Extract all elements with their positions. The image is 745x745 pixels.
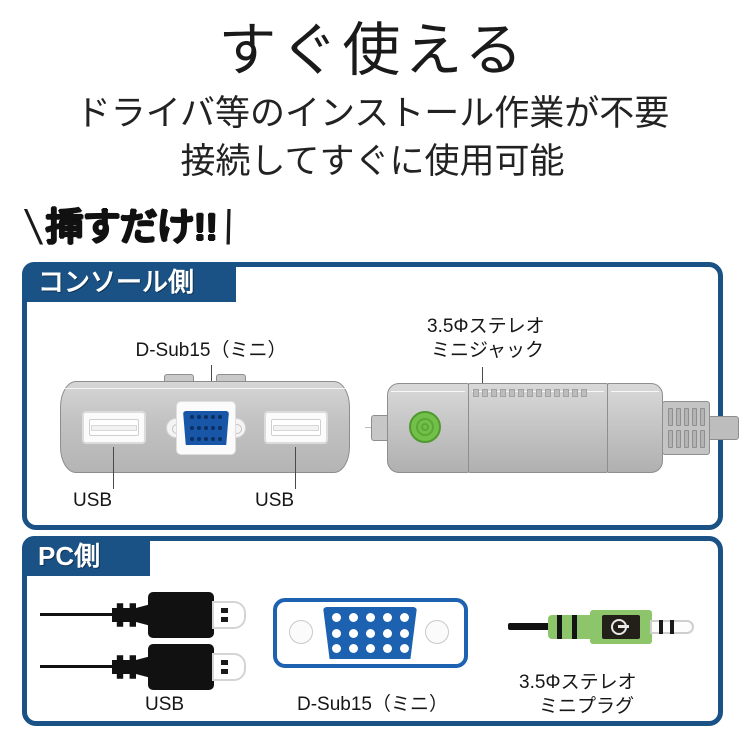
vga-pin-grid — [186, 415, 226, 441]
subtitle-line-1: ドライバ等のインストール作業が不要 — [75, 94, 670, 133]
usb-plug-body — [148, 644, 214, 690]
section-tab-console-label: コンソール側 — [38, 267, 195, 297]
console-device-front-illustration — [60, 374, 350, 473]
usb-plug-body — [148, 592, 214, 638]
pc-side-panel: PC側 USB — [22, 536, 723, 726]
subtitle-line-2: 接続してすぐに使用可能 — [180, 142, 565, 181]
dsub-pin-grid — [327, 613, 413, 653]
usb-plug-bottom-illustration — [40, 644, 246, 690]
section-tab-pc-slant — [106, 536, 141, 576]
usb-port-bar — [273, 425, 319, 431]
device-dsub15-port — [166, 401, 246, 455]
console-device-side-illustration — [365, 383, 739, 473]
section-tab-pc-label: PC側 — [38, 541, 101, 571]
section-tab-console-slant — [200, 262, 235, 302]
callout-usb-pc: USB — [145, 694, 185, 715]
usb-plug-boot — [112, 655, 152, 679]
dsub-pin-row — [327, 628, 413, 638]
relief-row — [666, 430, 706, 448]
vga-pin-row — [186, 426, 226, 430]
callout-stereo-plug-line2: ミニプラグ — [539, 696, 635, 717]
relief-row — [666, 408, 706, 426]
headphone-symbol-icon — [602, 615, 640, 639]
stereo-mini-plug-illustration — [508, 608, 694, 646]
cable-stub — [709, 416, 739, 440]
device-side-segment-3 — [607, 383, 663, 473]
usb-plug-boot — [112, 603, 152, 627]
device-vent-slots — [473, 389, 601, 397]
device-usb-port-left — [82, 411, 146, 444]
segment-highlight — [611, 391, 659, 392]
callout-usb-console-right: USB — [255, 490, 295, 511]
usb-cable — [40, 665, 118, 668]
usb-plug-top-illustration — [40, 592, 246, 638]
stereo-mini-jack-green — [409, 411, 441, 443]
callout-dsub15-console: D-Sub15（ミニ） — [135, 340, 287, 361]
catchphrase: \ 挿すだけ!! / — [22, 200, 240, 254]
device-side-segment-2 — [468, 383, 608, 473]
headline-block: すぐ使える ドライバ等のインストール作業が不要 接続してすぐに使用可能 — [0, 14, 745, 184]
usb-plug-metal-tip — [212, 601, 246, 629]
audio-cable — [508, 623, 550, 630]
callout-stereo-plug-line1: 3.5Φステレオ — [519, 672, 637, 693]
catchphrase-right-slash: / — [217, 200, 241, 255]
audio-plug-shaft — [650, 620, 694, 634]
dsub-pin-row — [327, 613, 413, 622]
device-usb-port-right — [264, 411, 328, 444]
dsub-screw-right-icon — [425, 620, 449, 644]
usb-plug-metal-tip — [212, 653, 246, 681]
callout-dsub15-pc: D-Sub15（ミニ） — [297, 694, 448, 715]
segment-highlight — [391, 391, 465, 392]
dsub-pin-row — [327, 644, 413, 653]
leader-usb-console-right — [295, 447, 296, 489]
dsub-screw-left-icon — [289, 620, 313, 644]
catchphrase-left-slash: \ — [22, 200, 46, 255]
console-side-panel: コンソール側 D-Sub15（ミニ） 3.5Φステレオ ミニジャック — [22, 262, 739, 530]
usb-port-bar — [91, 425, 137, 431]
callout-stereo-jack-line2: ミニジャック — [431, 340, 545, 361]
vga-pin-row — [186, 415, 226, 419]
usb-cable — [40, 613, 118, 616]
callout-stereo-jack-line1: 3.5Φステレオ — [427, 316, 545, 337]
section-tab-pc: PC側 — [22, 536, 150, 576]
page-title: すぐ使える — [218, 18, 527, 83]
vga-pin-row — [186, 437, 226, 441]
pc-dsub15-connector-illustration — [273, 598, 468, 668]
catchphrase-text: 挿すだけ!! — [45, 207, 218, 249]
cable-strain-relief — [662, 401, 710, 455]
section-tab-console: コンソール側 — [22, 262, 236, 302]
callout-usb-console-left: USB — [73, 490, 113, 511]
leader-usb-console-left — [113, 447, 114, 489]
audio-plug-boot — [548, 615, 592, 639]
